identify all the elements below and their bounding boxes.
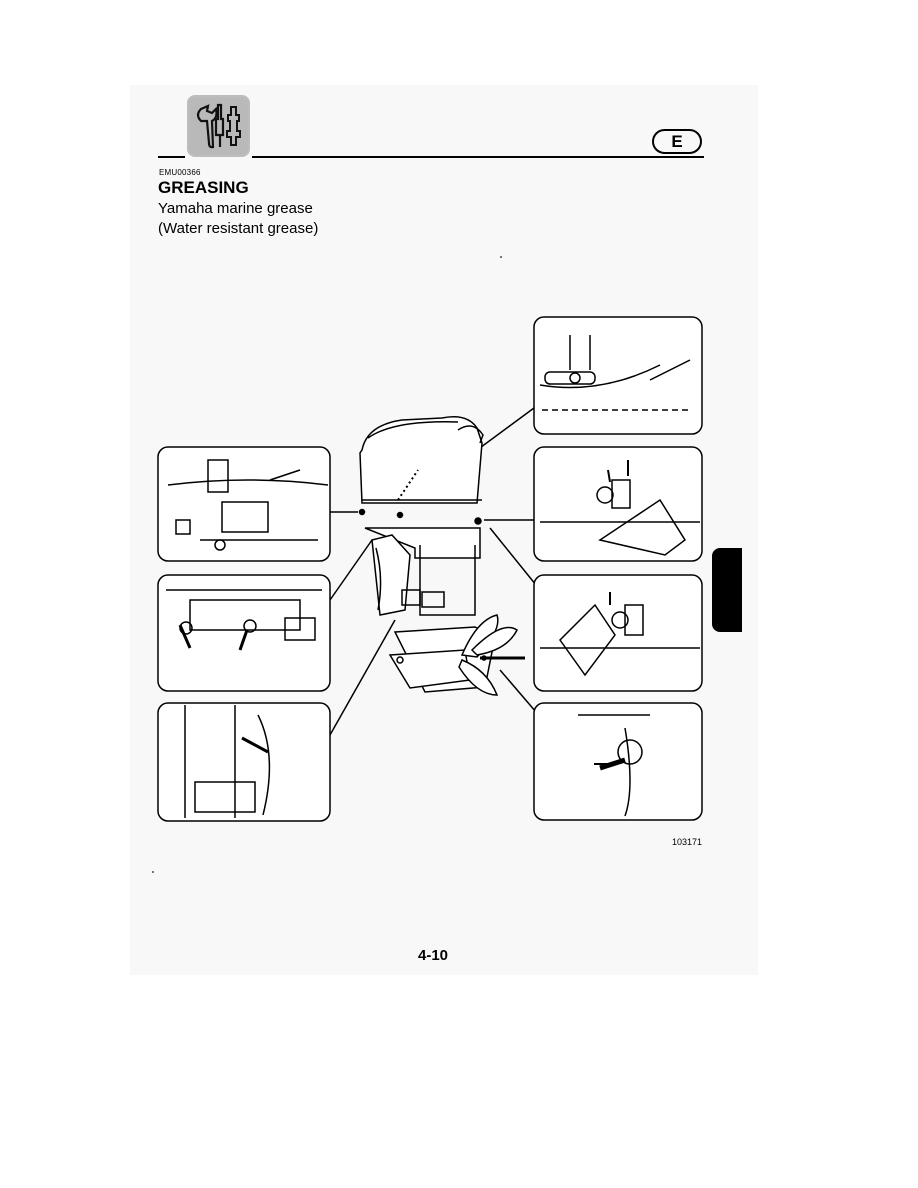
document-code: EMU00366 <box>159 168 201 177</box>
figure-id: 103171 <box>672 837 703 847</box>
header-rule-right <box>252 156 704 158</box>
language-badge: E <box>652 129 702 154</box>
scan-speck <box>500 256 502 258</box>
chapter-thumb-tab <box>712 548 742 632</box>
header-rule-left <box>158 156 185 158</box>
greasing-points-illustration <box>157 316 703 822</box>
scan-speck <box>152 871 154 873</box>
section-title: GREASING <box>158 178 249 197</box>
grease-spec-line: (Water resistant grease) <box>158 220 319 237</box>
grease-type-line: Yamaha marine grease <box>158 200 313 217</box>
page-number: 4-10 <box>418 947 449 964</box>
maintenance-tools-icon <box>187 95 250 157</box>
